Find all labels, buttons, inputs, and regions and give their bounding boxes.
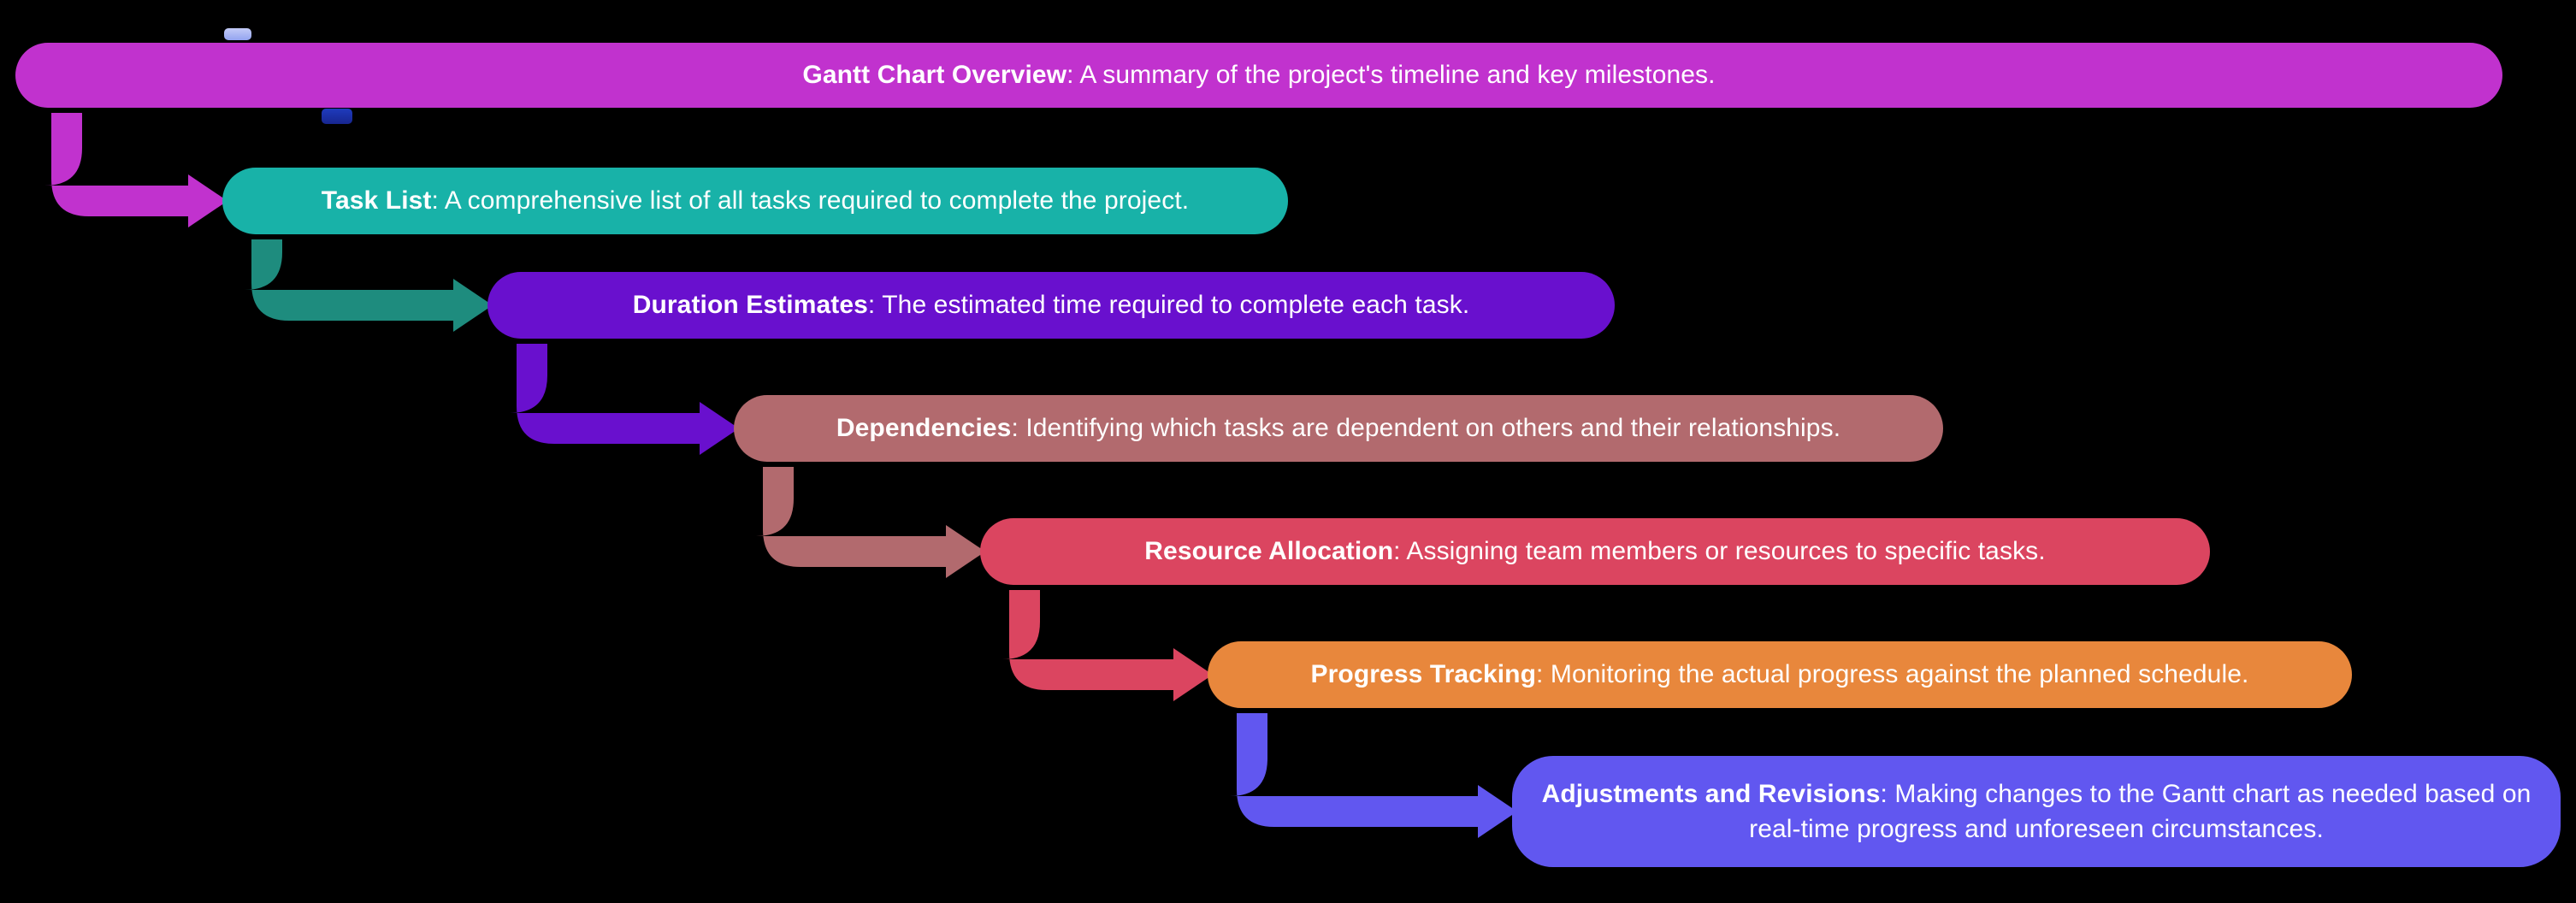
- node-label: Progress Tracking: Monitoring the actual…: [1311, 657, 2249, 692]
- node-label: Dependencies: Identifying which tasks ar…: [836, 410, 1840, 446]
- node-duration-estimates[interactable]: Duration Estimates: The estimated time r…: [487, 272, 1615, 339]
- gantt-bar-4: [322, 109, 352, 124]
- node-label-rest: : Identifying which tasks are dependent …: [1011, 414, 1841, 443]
- node-label-rest: : A summary of the project's timeline an…: [1066, 61, 1716, 90]
- connector-resource-to-progress: [1002, 590, 1213, 701]
- node-label: Resource Allocation: Assigning team memb…: [1144, 534, 2045, 569]
- node-task-list[interactable]: Task List: A comprehensive list of all t…: [222, 168, 1288, 234]
- node-resource-allocation[interactable]: Resource Allocation: Assigning team memb…: [980, 518, 2210, 585]
- connector-progress-to-adjustments: [1230, 713, 1517, 838]
- node-label-rest: : Making changes to the Gantt chart as n…: [1749, 779, 2532, 843]
- node-gantt-chart-overview[interactable]: Gantt Chart Overview: A summary of the p…: [15, 43, 2502, 108]
- connector-overview-to-task-list: [44, 113, 227, 227]
- node-adjustments-and-revisions[interactable]: Adjustments and Revisions: Making change…: [1512, 756, 2561, 867]
- node-label-bold: Resource Allocation: [1144, 537, 1394, 566]
- node-label-rest: : The estimated time required to complet…: [867, 291, 1470, 320]
- node-label-rest: : Monitoring the actual progress against…: [1536, 660, 2249, 689]
- node-progress-tracking[interactable]: Progress Tracking: Monitoring the actual…: [1208, 641, 2352, 708]
- node-label-bold: Adjustments and Revisions: [1541, 779, 1881, 808]
- node-label-bold: Progress Tracking: [1310, 660, 1537, 689]
- node-label: Adjustments and Revisions: Making change…: [1541, 776, 2532, 847]
- node-label-bold: Task List: [321, 186, 432, 215]
- node-label-bold: Dependencies: [836, 414, 1012, 443]
- connector-dependencies-to-resource: [756, 467, 985, 578]
- gantt-bar-1: [224, 28, 251, 40]
- node-label: Gantt Chart Overview: A summary of the p…: [802, 57, 1715, 92]
- node-label-bold: Gantt Chart Overview: [802, 61, 1067, 90]
- connector-task-list-to-duration: [245, 239, 493, 332]
- node-dependencies[interactable]: Dependencies: Identifying which tasks ar…: [734, 395, 1943, 462]
- node-label-rest: : Assigning team members or resources to…: [1393, 537, 2046, 566]
- connector-duration-to-dependencies: [510, 344, 739, 455]
- node-label-bold: Duration Estimates: [632, 291, 868, 320]
- node-label-rest: : A comprehensive list of all tasks requ…: [431, 186, 1190, 215]
- node-label: Task List: A comprehensive list of all t…: [322, 183, 1189, 218]
- node-label: Duration Estimates: The estimated time r…: [633, 287, 1470, 322]
